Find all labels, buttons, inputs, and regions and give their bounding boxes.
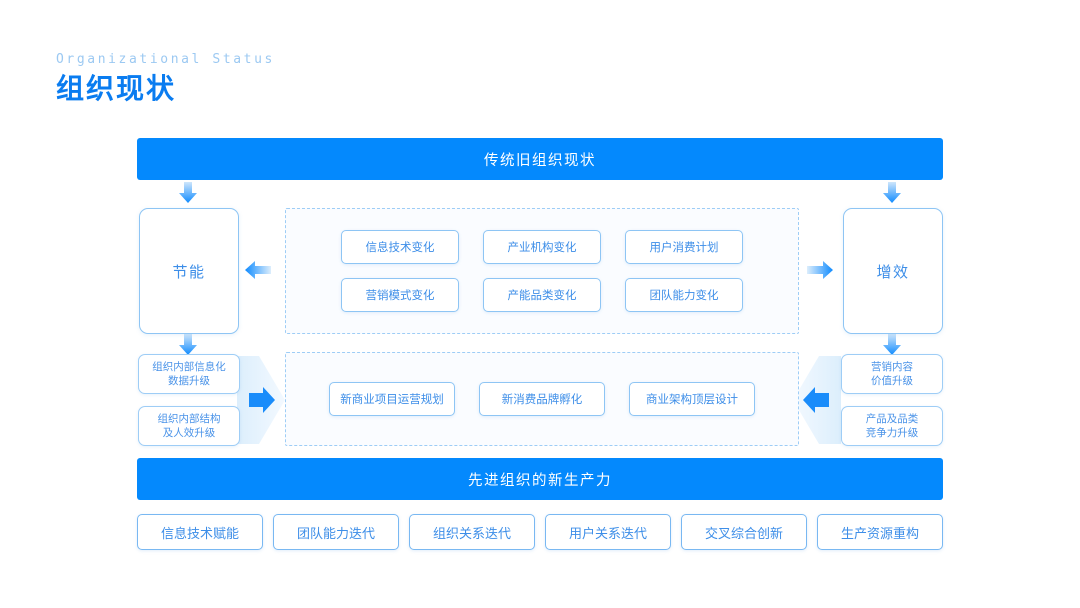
arrow-right-icon xyxy=(805,259,835,281)
chip-upper-5[interactable]: 产能品类变化 xyxy=(483,278,601,312)
page-eyebrow: Organizational Status xyxy=(56,52,275,67)
arrow-down-icon xyxy=(175,332,201,358)
pill-5[interactable]: 交叉综合创新 xyxy=(681,514,807,550)
upper-chip-row-1: 信息技术变化 产业机构变化 用户消费计划 xyxy=(341,230,743,264)
chip-upper-6[interactable]: 团队能力变化 xyxy=(625,278,743,312)
chip-upper-4[interactable]: 营销模式变化 xyxy=(341,278,459,312)
left-card-1[interactable]: 组织内部信息化数据升级 xyxy=(138,354,240,394)
arrow-down-icon xyxy=(879,180,905,206)
chevron-left-wedge-icon xyxy=(793,352,841,448)
chip-upper-3[interactable]: 用户消费计划 xyxy=(625,230,743,264)
chip-upper-2[interactable]: 产业机构变化 xyxy=(483,230,601,264)
chip-lower-3[interactable]: 商业架构顶层设计 xyxy=(629,382,755,416)
pill-2[interactable]: 团队能力迭代 xyxy=(273,514,399,550)
organization-diagram: 传统旧组织现状 先进组织的新生产力 xyxy=(137,138,943,558)
pillar-left[interactable]: 节能 xyxy=(139,208,239,334)
upper-factor-group: 信息技术变化 产业机构变化 用户消费计划 营销模式变化 产能品类变化 团队能力变… xyxy=(285,208,799,334)
right-card-1[interactable]: 营销内容价值升级 xyxy=(841,354,943,394)
chip-lower-2[interactable]: 新消费品牌孵化 xyxy=(479,382,605,416)
top-banner: 传统旧组织现状 xyxy=(137,138,943,180)
pill-6[interactable]: 生产资源重构 xyxy=(817,514,943,550)
pillar-right[interactable]: 增效 xyxy=(843,208,943,334)
page-header: Organizational Status 组织现状 xyxy=(56,52,275,105)
left-card-2[interactable]: 组织内部结构及人效升级 xyxy=(138,406,240,446)
upper-chip-row-2: 营销模式变化 产能品类变化 团队能力变化 xyxy=(341,278,743,312)
right-card-2[interactable]: 产品及品类竞争力升级 xyxy=(841,406,943,446)
lower-chip-row-1: 新商业项目运营规划 新消费品牌孵化 商业架构顶层设计 xyxy=(329,382,755,416)
bottom-banner: 先进组织的新生产力 xyxy=(137,458,943,500)
chip-upper-1[interactable]: 信息技术变化 xyxy=(341,230,459,264)
chevron-right-wedge-icon xyxy=(237,352,285,448)
pill-1[interactable]: 信息技术赋能 xyxy=(137,514,263,550)
arrow-left-icon xyxy=(243,259,273,281)
lower-chip-grid: 新商业项目运营规划 新消费品牌孵化 商业架构顶层设计 xyxy=(286,353,798,445)
arrow-down-icon xyxy=(879,332,905,358)
lower-factor-group: 新商业项目运营规划 新消费品牌孵化 商业架构顶层设计 xyxy=(285,352,799,446)
arrow-down-icon xyxy=(175,180,201,206)
page-title: 组织现状 xyxy=(56,73,177,104)
pill-4[interactable]: 用户关系迭代 xyxy=(545,514,671,550)
pill-3[interactable]: 组织关系迭代 xyxy=(409,514,535,550)
chip-lower-1[interactable]: 新商业项目运营规划 xyxy=(329,382,455,416)
bottom-pill-row: 信息技术赋能 团队能力迭代 组织关系迭代 用户关系迭代 交叉综合创新 生产资源重… xyxy=(137,514,943,550)
upper-chip-grid: 信息技术变化 产业机构变化 用户消费计划 营销模式变化 产能品类变化 团队能力变… xyxy=(286,209,798,333)
